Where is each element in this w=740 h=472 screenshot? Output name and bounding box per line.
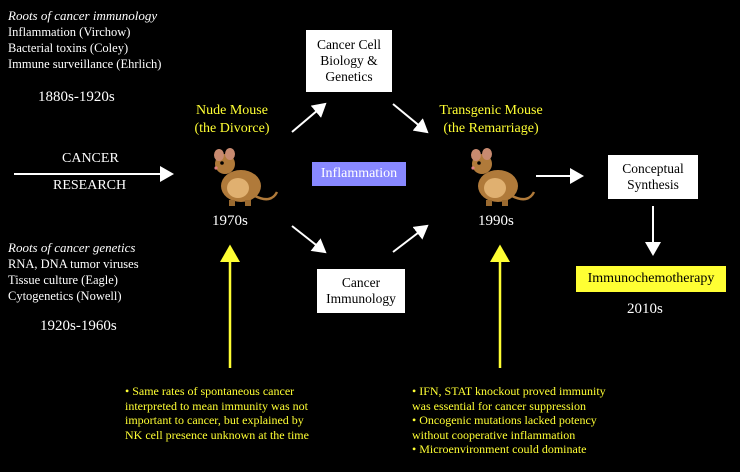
era-1970s: 1970s	[212, 213, 248, 229]
note-right-line: • Oncogenic mutations lacked potency	[412, 413, 597, 428]
roots-item: Cytogenetics (Nowell)	[8, 289, 122, 303]
transgenic-mouse-line2: (the Remarriage)	[443, 121, 539, 136]
cancer-cell-biology-box: Cancer Cell Biology & Genetics	[306, 30, 392, 92]
arrow-cell-to-transgenic	[392, 103, 429, 134]
cancer-immunology-line2: Immunology	[326, 291, 396, 306]
arrow-immunology-to-transgenic	[392, 224, 429, 253]
cancer-genetics-roots: Roots of cancer genetics RNA, DNA tumor …	[8, 240, 139, 304]
cancer-immunology-roots: Roots of cancer immunology Inflammation …	[8, 8, 161, 72]
nude-mouse-title: Nude Mouse (the Divorce)	[180, 102, 284, 138]
roots-item: Immune surveillance (Ehrlich)	[8, 57, 162, 71]
note-right-line: • IFN, STAT knockout proved immunity	[412, 384, 606, 398]
cancer-label: CANCER	[62, 151, 119, 166]
roots-item: RNA, DNA tumor viruses	[8, 257, 139, 271]
roots-item: Inflammation (Virchow)	[8, 25, 131, 39]
era-1990s: 1990s	[478, 213, 514, 229]
cancer-cell-line3: Genetics	[325, 69, 373, 84]
conceptual-line2: Synthesis	[627, 177, 679, 192]
nude-mouse-line1: Nude Mouse	[196, 103, 268, 118]
note-left-line: interpreted to mean immunity was not	[125, 398, 308, 413]
cancer-immunology-box: Cancer Immunology	[317, 269, 405, 313]
research-label: RESEARCH	[53, 178, 127, 193]
note-left: • Same rates of spontaneous cancer inter…	[125, 384, 309, 442]
cancer-cell-line1: Cancer Cell	[316, 37, 382, 52]
era-1920s-1960s: 1920s-1960s	[40, 318, 117, 334]
era-1880s-1920s: 1880s-1920s	[38, 89, 115, 105]
inflammation-label: Inflammation	[320, 166, 398, 181]
note-left-line: important to cancer, but explained by	[125, 413, 304, 428]
immunochemotherapy-box: Immunochemotherapy	[576, 266, 726, 292]
mouse-icon	[214, 148, 279, 206]
conceptual-line1: Conceptual	[622, 161, 684, 176]
note-right: • IFN, STAT knockout proved immunity was…	[412, 384, 606, 457]
note-right-line: was essential for cancer suppression	[412, 398, 586, 413]
transgenic-mouse-title: Transgenic Mouse (the Remarriage)	[426, 102, 556, 138]
arrow-nude-to-cell	[291, 102, 327, 133]
mouse-icon	[471, 148, 536, 206]
roots-item: Bacterial toxins (Coley)	[8, 41, 129, 55]
era-2010s: 2010s	[627, 301, 663, 317]
immunochemotherapy-label: Immunochemotherapy	[587, 271, 715, 286]
transgenic-mouse-line1: Transgenic Mouse	[439, 103, 543, 118]
cancer-immunology-roots-title: Roots of cancer immunology	[8, 8, 158, 23]
arrow-nude-to-immunology	[291, 225, 327, 254]
nude-mouse-line2: (the Divorce)	[194, 121, 270, 136]
roots-item: Tissue culture (Eagle)	[8, 273, 118, 287]
note-left-line: • Same rates of spontaneous cancer	[125, 384, 295, 398]
conceptual-synthesis-box: Conceptual Synthesis	[608, 155, 698, 199]
cancer-genetics-roots-title: Roots of cancer genetics	[8, 240, 136, 255]
cancer-cell-line2: Biology &	[320, 53, 378, 68]
inflammation-box: Inflammation	[312, 162, 406, 186]
note-left-line: NK cell presence unknown at the time	[125, 427, 309, 442]
cancer-immunology-line1: Cancer	[341, 275, 381, 290]
note-right-line: • Microenvironment could dominate	[412, 442, 587, 457]
note-right-line: without cooperative inflammation	[412, 427, 576, 442]
